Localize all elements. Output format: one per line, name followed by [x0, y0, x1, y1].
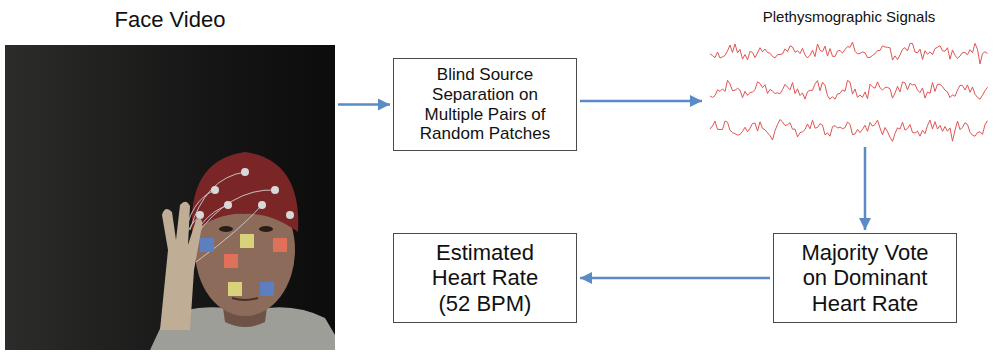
raised-hand — [160, 202, 202, 330]
patch — [228, 282, 242, 296]
box-text: Blind Source Separation on Multiple Pair… — [405, 65, 565, 143]
process-box: Majority Vote on Dominant Heart Rate — [773, 233, 957, 323]
video-frame: Face Video — [5, 45, 335, 350]
heading-text: Face Video — [10, 7, 330, 32]
eeg-cap — [192, 152, 299, 232]
plethysmographic-waveforms — [710, 42, 988, 141]
output-box: Estimated Heart Rate (52 BPM) — [393, 233, 577, 323]
eye — [259, 226, 273, 232]
video-background — [5, 45, 335, 350]
process-box: Blind Source Separation on Multiple Pair… — [393, 58, 577, 151]
patch — [260, 282, 274, 296]
heading-text: Plethysmographic Signals — [709, 8, 989, 25]
flow-arrow — [580, 100, 702, 103]
skin-patches — [200, 234, 287, 296]
box-text: Estimated Heart Rate (52 BPM) — [420, 240, 550, 316]
box-text: Majority Vote on Dominant Heart Rate — [790, 240, 940, 316]
eye — [219, 226, 233, 232]
mouth — [232, 298, 258, 300]
patch — [224, 254, 238, 268]
signal-panel: Plethysmographic Signals — [705, 32, 993, 144]
flow-arrow — [580, 277, 770, 280]
flow-arrow — [864, 147, 867, 230]
face-video-frame — [5, 45, 335, 350]
flow-arrow — [338, 103, 390, 106]
patch — [200, 238, 214, 252]
electrodes — [196, 168, 294, 219]
patch — [240, 234, 254, 248]
waveform — [710, 80, 988, 99]
waveform — [710, 119, 988, 141]
patch — [273, 238, 287, 252]
waveform — [710, 42, 988, 64]
